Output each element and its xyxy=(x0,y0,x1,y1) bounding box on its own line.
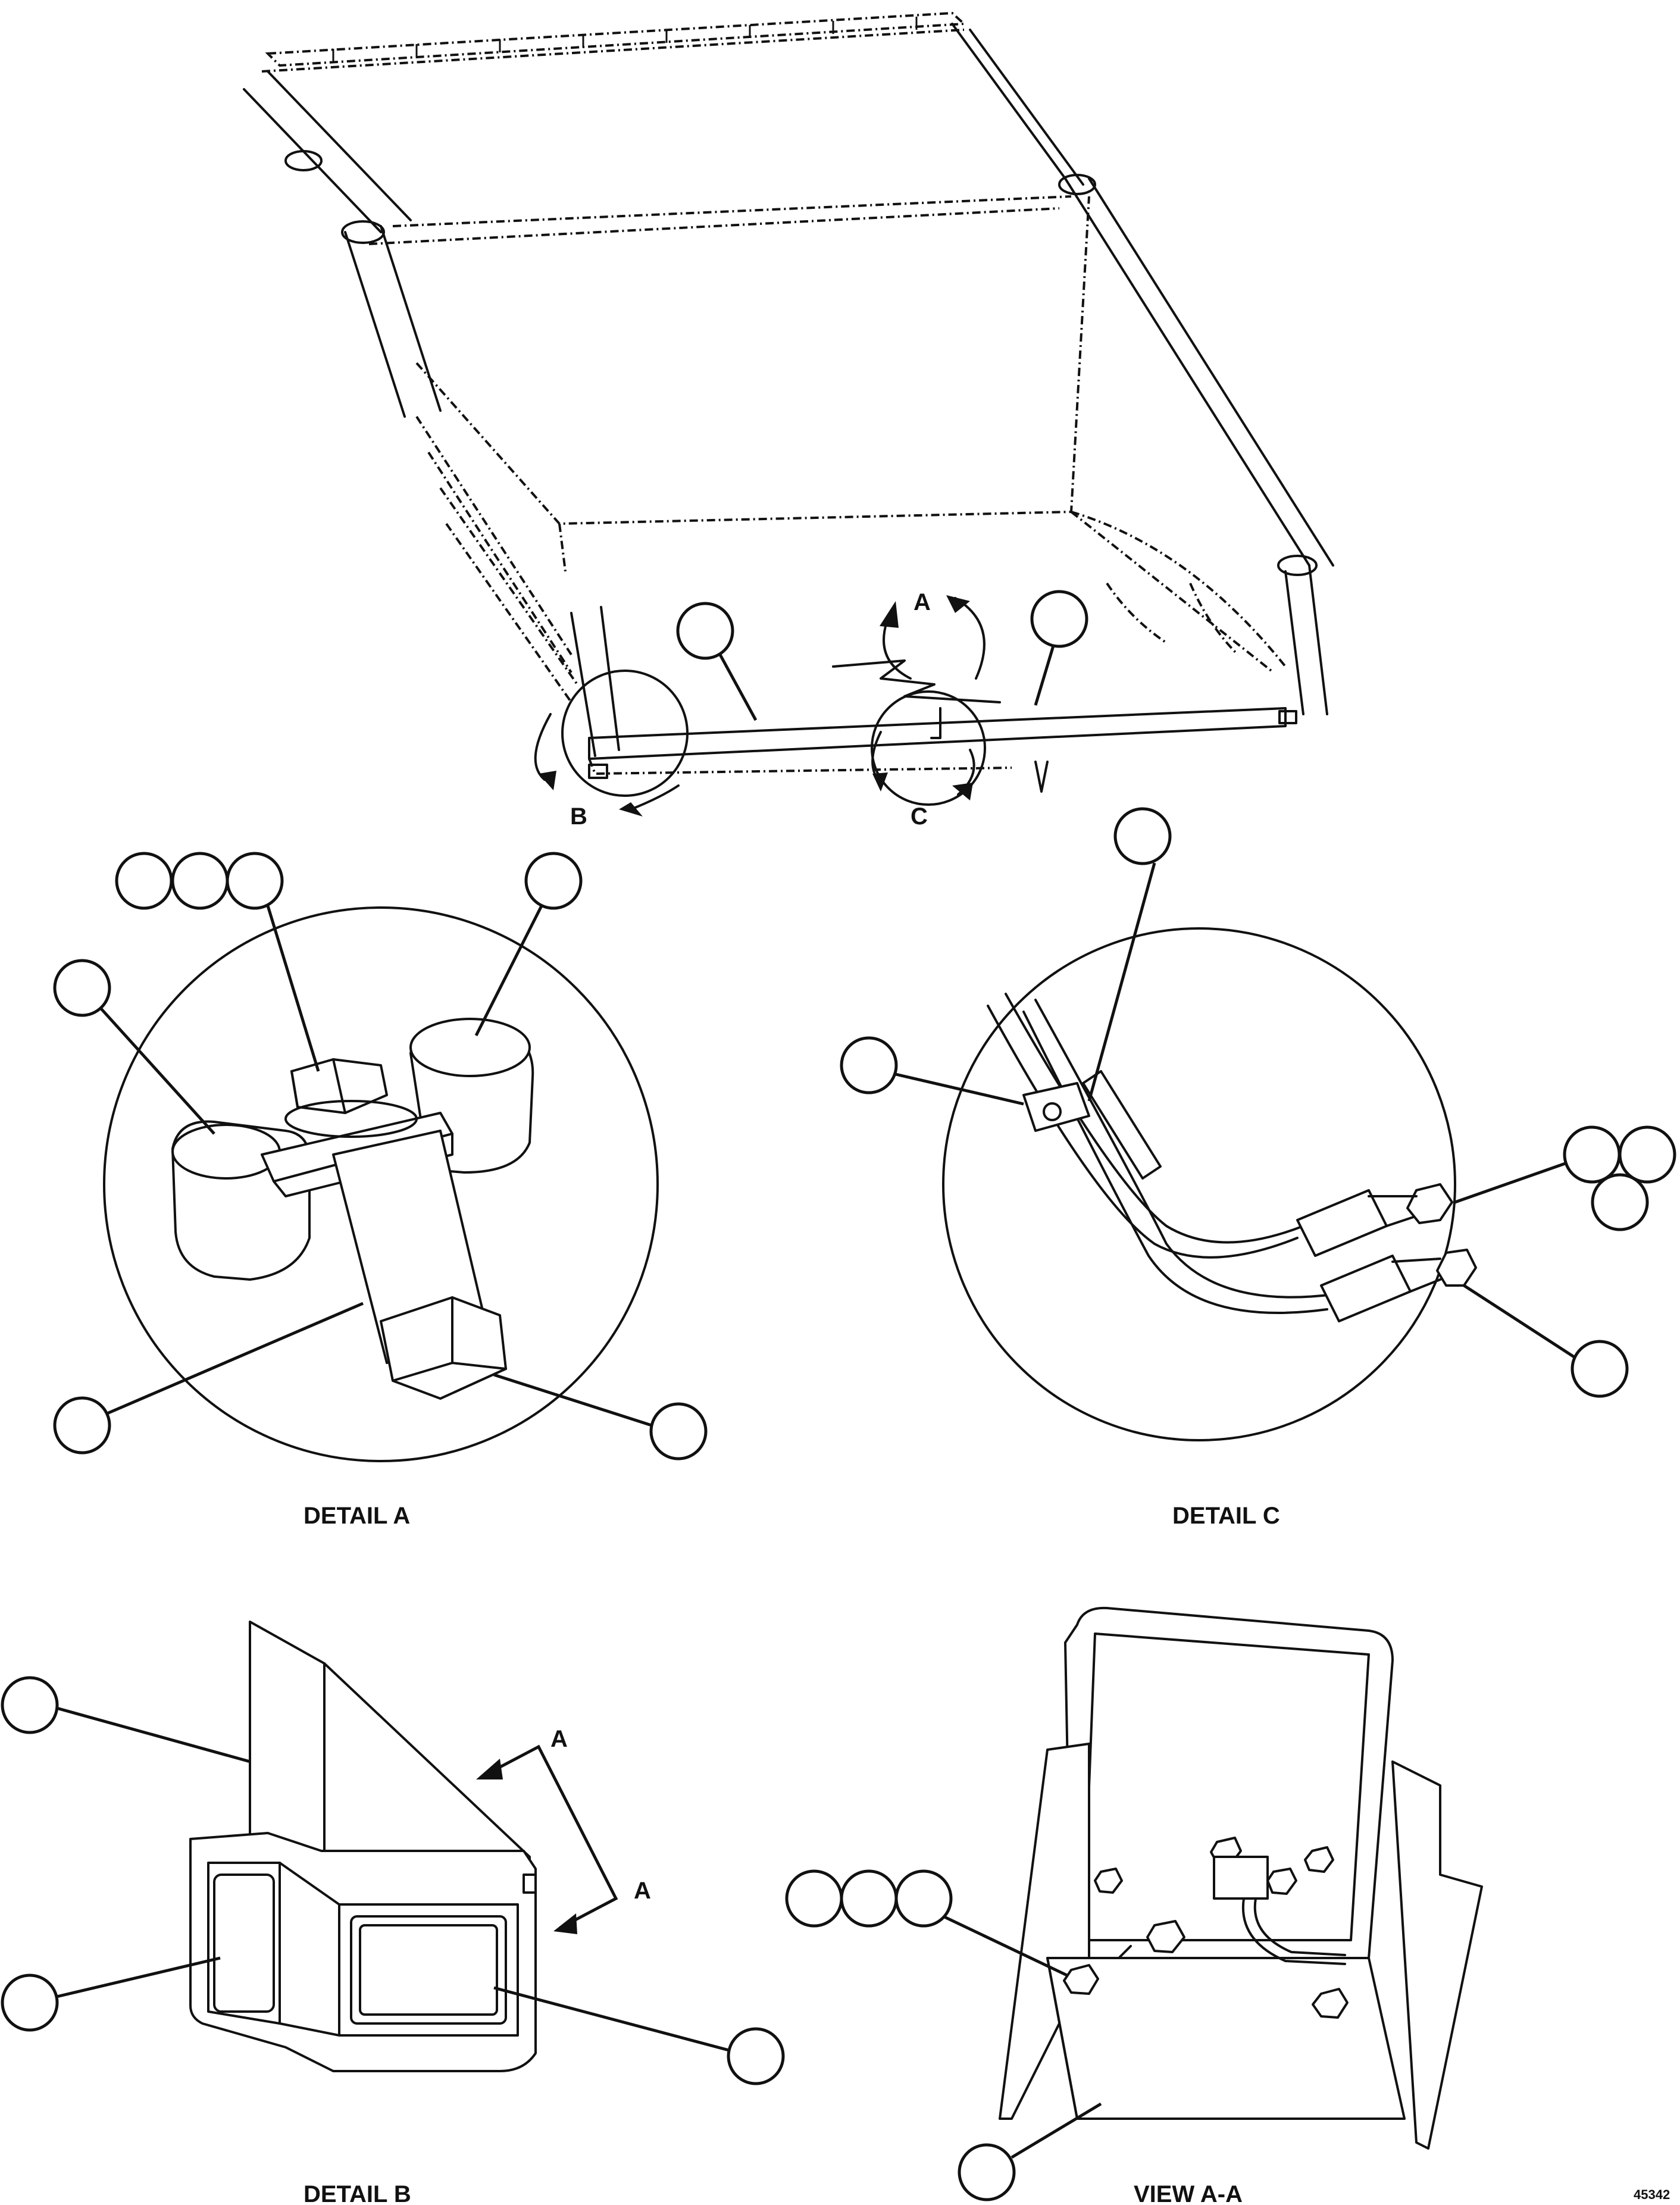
detail-b-view: A A DETAIL B xyxy=(1,1621,785,2205)
callout-bubble xyxy=(115,852,173,910)
caption-detail-a: DETAIL A xyxy=(304,1503,410,1529)
detail-a-view: DETAIL A xyxy=(53,852,708,1529)
callout-bubble xyxy=(840,1869,898,1928)
callout-bubble xyxy=(785,1869,843,1928)
callout-bubble xyxy=(53,959,111,1017)
callout-bubble xyxy=(524,852,583,910)
view-marker-a: A xyxy=(913,589,931,615)
callout-bubble xyxy=(1618,1125,1676,1184)
callout-bubble xyxy=(1113,807,1172,865)
callout-bubble xyxy=(1591,1173,1649,1231)
view-marker-c: C xyxy=(911,803,928,830)
view-marker-b: B xyxy=(570,803,587,830)
callout-bubble xyxy=(840,1036,898,1094)
caption-detail-b: DETAIL B xyxy=(304,2181,411,2205)
section-marker-a-lower: A xyxy=(634,1878,651,1904)
callout-bubble xyxy=(1570,1340,1629,1398)
main-assembly-view: A B C xyxy=(243,11,1334,830)
callout-bubble xyxy=(1563,1125,1621,1184)
callout-bubble xyxy=(649,1402,708,1460)
caption-view-aa: VIEW A-A xyxy=(1134,2181,1243,2205)
document-number: 45342 xyxy=(1634,2187,1670,2202)
callout-bubble xyxy=(226,852,284,910)
section-marker-a-upper: A xyxy=(550,1726,568,1752)
callout-bubble xyxy=(171,852,229,910)
view-aa: VIEW A-A xyxy=(785,1606,1483,2205)
detail-c-view: DETAIL C xyxy=(840,807,1676,1529)
caption-detail-c: DETAIL C xyxy=(1172,1503,1280,1529)
callout-bubble xyxy=(1030,590,1088,648)
callout-bubble xyxy=(1,1973,59,2032)
callout-bubble xyxy=(727,2027,785,2085)
callout-bubble xyxy=(958,2143,1016,2201)
callout-bubble xyxy=(53,1396,111,1455)
callout-bubble xyxy=(676,602,734,660)
callout-bubble xyxy=(894,1869,953,1928)
callout-bubble xyxy=(1,1676,59,1734)
bolt-hardware xyxy=(1063,1837,1349,2019)
